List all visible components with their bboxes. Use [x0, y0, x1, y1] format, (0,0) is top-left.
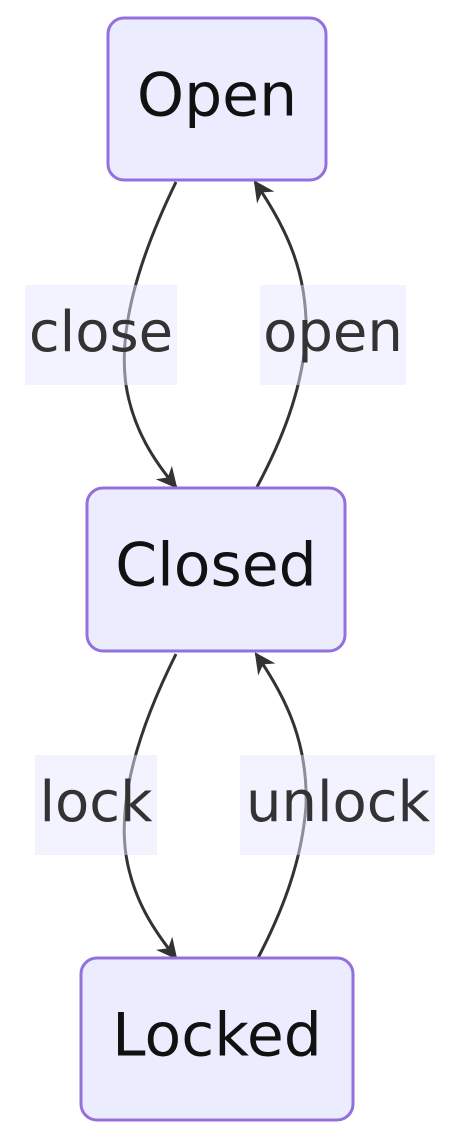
edge-label-unlock-background — [240, 755, 435, 855]
state-open-box — [106, 16, 328, 182]
state-locked: Locked — [79, 956, 355, 1122]
edge-label-unlock: unlock — [246, 770, 431, 835]
edge-label-lock: lock — [39, 770, 153, 835]
edge-label-close-group: close — [25, 285, 177, 385]
state-open: Open — [106, 16, 328, 182]
edge-label-open: open — [263, 300, 403, 365]
edge-label-lock-group: lock — [35, 755, 157, 855]
state-closed: Closed — [85, 486, 347, 653]
state-closed-label: Closed — [115, 531, 317, 601]
edge-label-close-background — [25, 285, 177, 385]
state-locked-box — [79, 956, 355, 1122]
edge-label-close: close — [29, 300, 173, 365]
edge-label-unlock-group: unlock — [240, 755, 435, 855]
edge-label-lock-background — [35, 755, 157, 855]
state-closed-box — [85, 486, 347, 653]
state-open-label: Open — [137, 61, 297, 131]
state-locked-label: Locked — [112, 1001, 322, 1071]
edge-label-open-group: open — [260, 285, 406, 385]
edge-label-open-background — [260, 285, 406, 385]
